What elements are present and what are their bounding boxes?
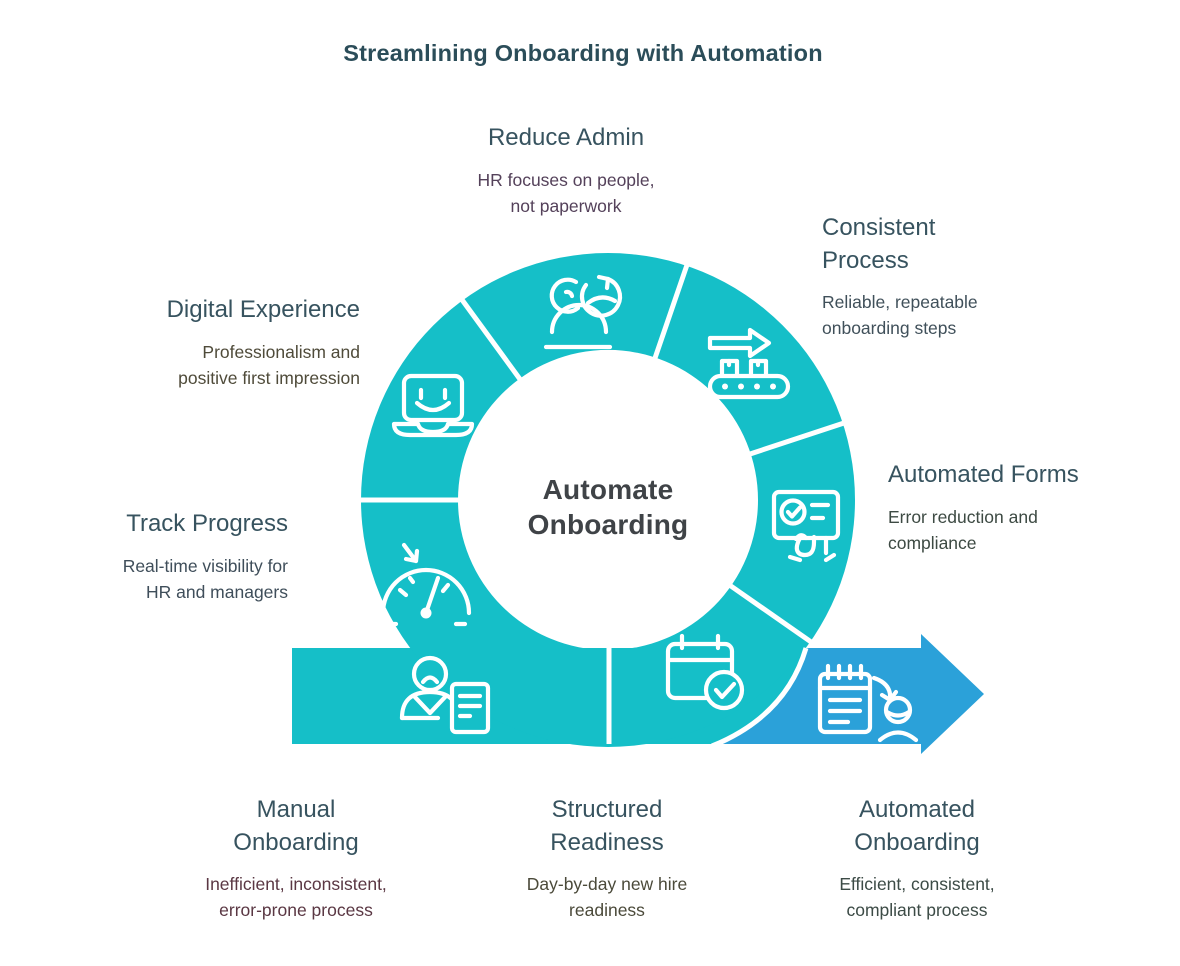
segment-divider [651,261,691,362]
segment-divider [746,419,848,458]
node-heading: Automated Onboarding [854,796,980,856]
laptop-smile-icon [391,373,475,438]
node-subtitle: Error reduction and compliance [888,506,1038,553]
node-subtitle: Reliable, repeatable onboarding steps [822,292,978,339]
person-refresh-icon [543,274,623,350]
node-subtitle: Day-by-day new hire readiness [526,874,688,921]
node-heading: Automated Forms [888,461,1079,488]
node-subtitle: Inefficient, inconsistent, error-prone p… [205,874,387,921]
node-subtitle: Real-time visibility for HR and managers [122,555,288,602]
node-track-progress: Track Progress Real-time visibility for … [18,508,288,605]
node-heading: Reduce Admin [487,124,645,151]
node-heading: Track Progress [126,510,288,537]
ring-arrow-divider [711,647,809,749]
node-automated-onboarding: Automated Onboarding Efficient, consiste… [767,794,1067,924]
node-heading: Digital Experience [166,296,360,323]
person-document-icon [399,655,491,735]
node-digital-experience: Digital Experience Professionalism and p… [58,294,360,391]
speedometer-icon [380,542,472,627]
node-reduce-admin: Reduce Admin HR focuses on people, not p… [396,122,736,219]
conveyor-arrow-icon [707,327,791,400]
node-heading: Consistent Process [822,214,936,274]
calendar-check-icon [665,633,745,711]
node-heading: Structured Readiness [550,796,664,856]
node-manual-onboarding: Manual Onboarding Inefficient, inconsist… [146,794,446,924]
form-check-icon [771,489,841,563]
node-structured-readiness: Structured Readiness Day-by-day new hire… [457,794,757,924]
node-consistent-process: Consistent Process Reliable, repeatable … [822,212,1062,342]
node-automated-forms: Automated Forms Error reduction and comp… [888,459,1168,556]
node-subtitle: Professionalism and positive first impre… [178,341,360,388]
notepad-person-icon [817,663,919,743]
node-subtitle: HR focuses on people, not paperwork [477,169,655,216]
segment-divider [457,295,525,384]
node-heading: Manual Onboarding [233,796,359,856]
segment-divider [726,581,816,647]
page-title: Streamlining Onboarding with Automation [343,40,823,66]
node-subtitle: Efficient, consistent, compliant process [839,874,995,921]
center-label: Automate Onboarding [527,474,689,540]
